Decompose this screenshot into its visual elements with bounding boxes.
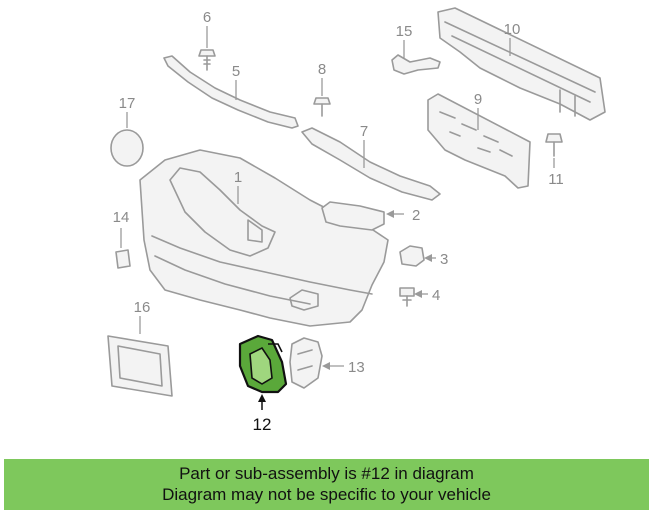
part-1-bumper-cover[interactable] [139, 149, 389, 327]
part-7-retainer[interactable] [301, 127, 441, 201]
callout-8: 8 [318, 61, 326, 78]
part-12-fog-lamp-cover[interactable] [238, 334, 288, 394]
callout-11: 11 [548, 171, 564, 188]
banner-line-1: Part or sub-assembly is #12 in diagram [179, 464, 474, 483]
callout-1: 1 [234, 169, 242, 186]
callout-14: 14 [113, 209, 130, 226]
part-17-emblem[interactable] [110, 129, 144, 167]
part-6-bolt[interactable] [198, 49, 216, 71]
callout-17: 17 [119, 95, 136, 112]
part-info-banner: Part or sub-assembly is #12 in diagram D… [4, 459, 649, 510]
callout-10: 10 [504, 21, 521, 38]
part-4-bolt[interactable] [399, 287, 415, 307]
part-14-plug[interactable] [115, 249, 131, 269]
part-2-bracket[interactable] [321, 201, 385, 231]
callout-5: 5 [232, 63, 240, 80]
callout-2: 2 [412, 207, 420, 224]
callout-15: 15 [396, 23, 413, 40]
parts-diagram: 6 5 8 15 10 9 17 7 1 11 2 14 3 4 16 13 1… [107, 7, 606, 434]
part-11-bolt[interactable] [545, 133, 563, 157]
banner-line-2: Diagram may not be specific to your vehi… [162, 485, 491, 504]
callout-3: 3 [440, 251, 448, 268]
part-8-clip[interactable] [313, 97, 331, 117]
part-3-clip[interactable] [399, 245, 425, 267]
part-15-clip[interactable] [391, 54, 441, 75]
callout-9: 9 [474, 91, 482, 108]
callout-16: 16 [134, 299, 151, 316]
callout-6: 6 [203, 9, 211, 26]
part-16-license-bracket[interactable] [107, 335, 173, 397]
callout-7: 7 [360, 123, 368, 140]
part-10-reinforcement[interactable] [437, 7, 606, 121]
leader-lines [120, 26, 555, 410]
part-9-absorber[interactable] [427, 93, 531, 189]
callout-13: 13 [348, 359, 365, 376]
part-5-retainer[interactable] [163, 55, 299, 129]
callout-12: 12 [253, 415, 272, 434]
part-13-bracket[interactable] [289, 337, 323, 389]
callout-4: 4 [432, 287, 440, 304]
